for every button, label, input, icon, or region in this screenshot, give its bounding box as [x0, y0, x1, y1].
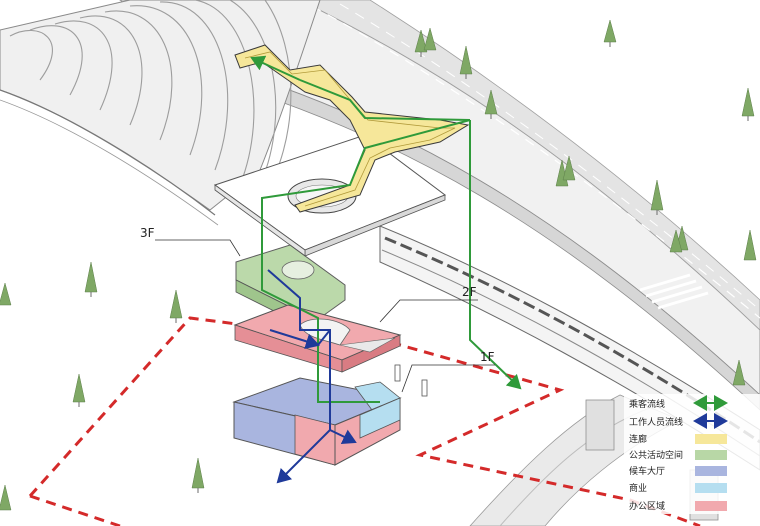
legend-swatch: [695, 450, 727, 460]
legend-item-passenger-flow: 乘客流线: [629, 395, 728, 411]
legend-item-office: 办公区域: [629, 500, 727, 512]
legend-item-staff-flow: 工作人员流线: [629, 413, 728, 429]
legend-swatch: [695, 483, 727, 493]
floor-label-3f-group: 3F: [140, 226, 241, 257]
legend-item-public-space: 公共活动空间: [629, 449, 727, 461]
floor-label-3f: 3F: [140, 226, 155, 240]
crosswalk: [639, 273, 709, 310]
legend-label: 公共活动空间: [629, 449, 683, 461]
legend-label: 办公区域: [629, 500, 665, 512]
floor-label-2f-group: 2F: [379, 285, 478, 323]
floor-label-1f: 1F: [480, 350, 495, 364]
legend-label: 连廊: [629, 433, 647, 445]
posts: [394, 364, 428, 397]
floor-label-1f-group: 1F: [401, 350, 495, 393]
legend-label: 商业: [629, 482, 647, 494]
road-surface: [299, 0, 760, 331]
tree-trunks: [78, 42, 749, 493]
legend-item-corridor: 连廊: [629, 433, 727, 445]
legend-item-waiting-hall: 候车大厅: [629, 465, 727, 477]
legend-swatch: [695, 501, 727, 511]
legend-swatch: [695, 434, 727, 444]
staff-flow-line: [267, 269, 357, 484]
platform-canopy: [0, 0, 321, 226]
legend-item-commercial: 商业: [629, 482, 727, 494]
legend-label: 候车大厅: [629, 465, 665, 477]
legend-label: 工作人员流线: [629, 416, 683, 428]
floor-label-2f: 2F: [462, 285, 477, 299]
legend: 乘客流线 工作人员流线 连廊 公共活动空间 候车大厅 商业 办公区域: [624, 394, 760, 514]
legend-swatch: [695, 466, 727, 476]
legend-label: 乘客流线: [629, 398, 665, 410]
passenger-flow-line: [250, 55, 522, 403]
